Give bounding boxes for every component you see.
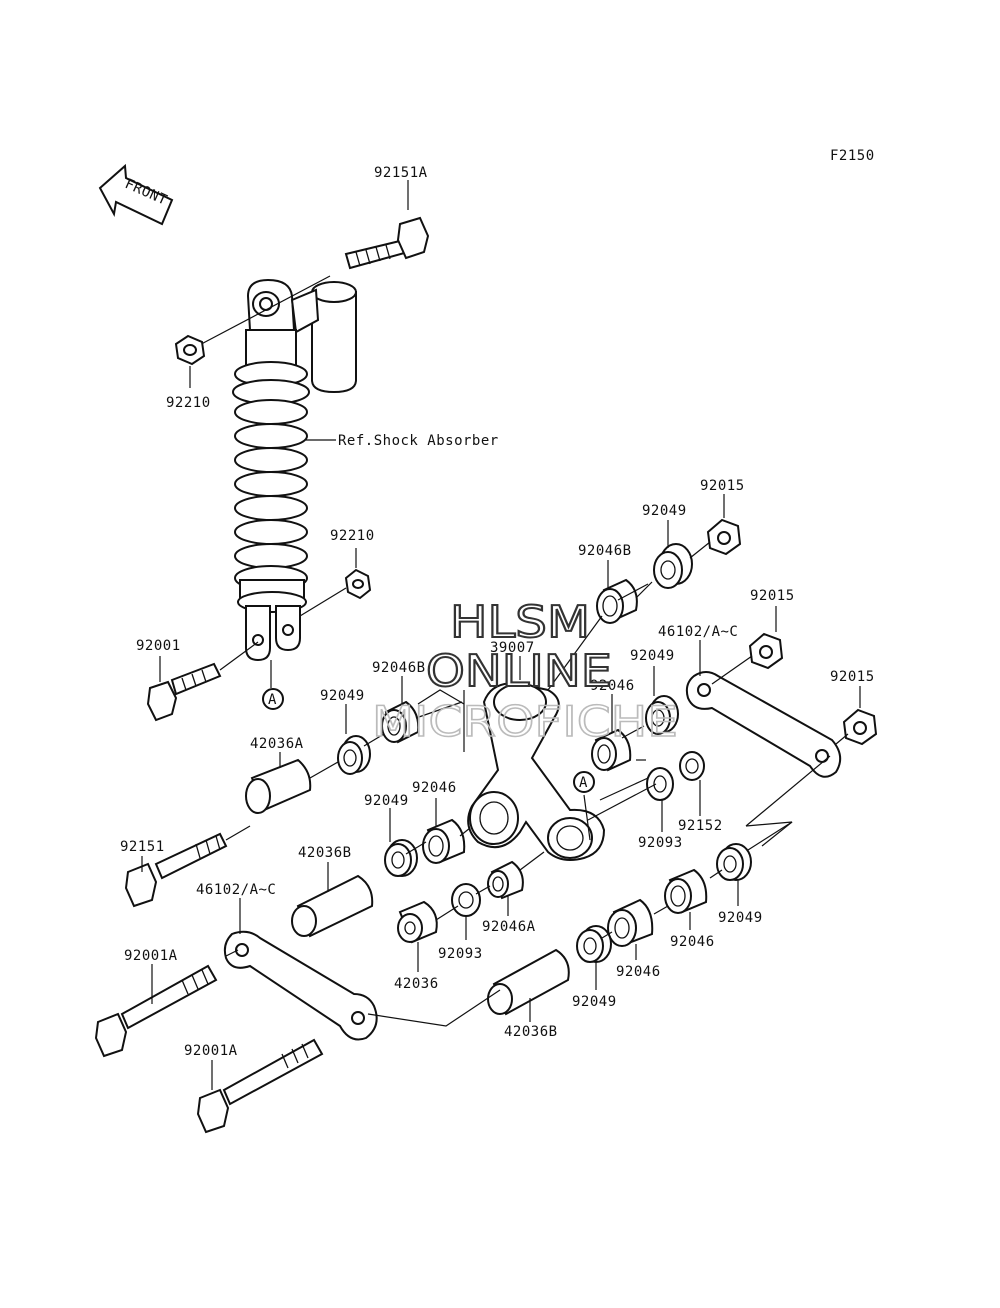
bearing-92046b-top (596, 560, 653, 624)
part-label: 92049 (630, 648, 675, 664)
part-label: 92046 (670, 934, 715, 950)
part-label: 92046 (590, 678, 635, 694)
bolt-92151a (189, 180, 430, 351)
collar-92049-top (653, 520, 711, 589)
nut-92210-bottom (299, 548, 372, 617)
part-label: 92049 (572, 994, 617, 1010)
part-label: 92001A (184, 1043, 238, 1059)
bearing-92046a (487, 860, 524, 916)
part-label: 42036B (298, 845, 352, 861)
part-label: 92015 (830, 669, 875, 685)
part-label: 42036A (250, 736, 304, 752)
front-arrow-icon: FRONT (98, 163, 174, 226)
collar-42036 (397, 900, 438, 972)
part-labels: 92151A 92210 92210 92001 92015 92049 920… (120, 165, 875, 1059)
part-label: 92093 (638, 835, 683, 851)
part-label: 92049 (364, 793, 409, 809)
part-label: 92049 (320, 688, 365, 704)
nut-92015-mid (748, 606, 784, 670)
part-label: 92151 (120, 839, 165, 855)
bolt-92001 (146, 641, 259, 722)
collar-92049-mid-left (384, 808, 418, 877)
rocker-arm-39007: A (467, 656, 606, 861)
part-label: 92046B (578, 543, 632, 559)
part-label: 92210 (166, 395, 211, 411)
part-label: 92049 (718, 910, 763, 926)
assembly-lines (225, 583, 831, 1027)
tie-rod-46102-upper (685, 640, 849, 778)
part-label: 42036 (394, 976, 439, 992)
collar-92093-lower (451, 883, 481, 940)
collar-92049-left (337, 704, 371, 775)
spacer-42036a (245, 752, 339, 814)
washer-92152 (679, 751, 705, 816)
part-label: 92015 (750, 588, 795, 604)
part-label: 42036B (504, 1024, 558, 1040)
watermark-line-1: HLSM (450, 597, 590, 648)
bearing-92046-right-upper (591, 694, 632, 772)
part-label: 92152 (678, 818, 723, 834)
bearing-92046-mid (422, 798, 466, 864)
part-label: 92093 (438, 946, 483, 962)
part-label: 92046 (412, 780, 457, 796)
part-label: 92049 (642, 503, 687, 519)
spacer-42036b-lower (487, 948, 570, 1022)
collar-92049-right (645, 666, 679, 735)
shock-absorber: A (232, 278, 357, 710)
bearing-92046-lower-mid (607, 898, 654, 960)
part-label: 92001A (124, 948, 178, 964)
part-label: 46102/A~C (196, 882, 276, 898)
bolt-92151 (124, 825, 251, 908)
bearing-92046-lower-right (664, 868, 708, 930)
part-label: 92046A (482, 919, 536, 935)
bolt-92001a-upper (94, 964, 218, 1058)
part-label: 92015 (700, 478, 745, 494)
watermark-line-2: ONLINE (426, 646, 612, 697)
part-label: 92210 (330, 528, 375, 544)
part-label: 92046B (372, 660, 426, 676)
part-label: 92046 (616, 964, 661, 980)
nut-92210-top (174, 334, 206, 388)
tie-rod-46102-lower (223, 898, 378, 1041)
bolt-92001a-lower (196, 1038, 324, 1134)
part-label: 92001 (136, 638, 181, 654)
collar-92049-lower-right (716, 843, 752, 906)
callout-a-2: A (579, 775, 588, 791)
part-label: 39007 (490, 640, 535, 656)
callout-a-1: A (268, 692, 277, 708)
collar-92093-right (646, 767, 674, 832)
ref-shock-absorber-label: Ref.Shock Absorber (338, 433, 499, 449)
nut-92015-right (842, 686, 878, 746)
spacer-42036b-upper (291, 862, 374, 938)
collar-92049-lower-mid (576, 925, 612, 990)
part-label: 46102/A~C (658, 624, 738, 640)
watermark: HLSM ONLINE MICROFICHE (371, 596, 679, 747)
bearing-92046b-left (381, 676, 420, 744)
nut-92015-top (706, 494, 742, 556)
diagram-code: F2150 (830, 148, 875, 164)
watermark-line-3: MICROFICHE (372, 697, 678, 746)
part-label: 92151A (374, 165, 428, 181)
